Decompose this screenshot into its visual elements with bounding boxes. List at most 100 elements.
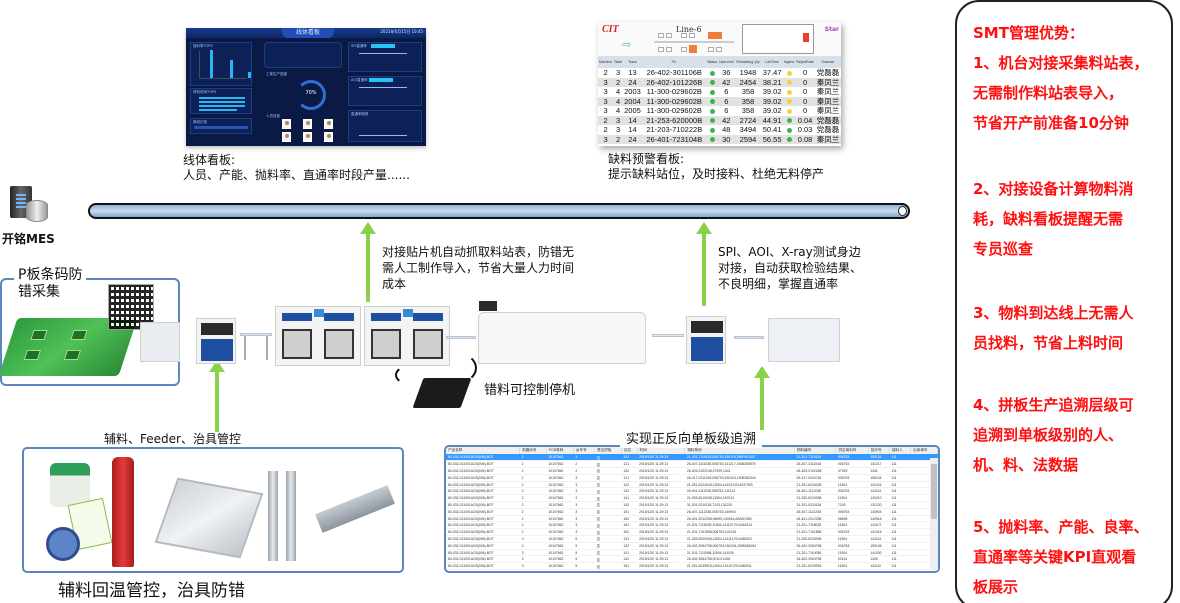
cell: 10107662 [546, 521, 574, 530]
cell: 2015/1/20 11:29:13 [637, 487, 685, 496]
cell: 秦凤兰 [816, 106, 840, 116]
column-header[interactable]: 批次号 [868, 447, 890, 454]
cell: 150104 [868, 474, 890, 482]
column-header[interactable]: 接料人 [889, 447, 912, 454]
column-header[interactable]: 是否拼板 [594, 447, 622, 454]
cell: 006753 [835, 454, 869, 462]
cell: 3 [573, 508, 595, 516]
cell [910, 454, 938, 462]
column-header[interactable]: 时间 [637, 447, 686, 454]
column-header[interactable]: 产品名称 [446, 447, 521, 454]
cell [910, 515, 938, 523]
cell: 否 [594, 569, 622, 571]
cell: 31-201-0210118 [794, 501, 836, 509]
cell: 1 [573, 454, 595, 462]
trace-row[interactable]: 80-032-011001ACB(006)-BOT41010766210否111… [446, 569, 938, 571]
cell: 111 [889, 501, 911, 509]
column-header[interactable]: 出库单号 [910, 447, 938, 454]
cell: 2015/1/20 11:29:13 [637, 454, 685, 462]
cell: 2015/1/20 11:29:13 [637, 562, 685, 571]
cell: 122 [621, 481, 638, 489]
cell: 21-201-7118028 [794, 521, 836, 530]
cable [395, 365, 425, 385]
cell: 2 [519, 460, 547, 469]
column-header[interactable]: 物料编号 [794, 447, 837, 454]
cell: 否 [594, 549, 622, 557]
cell: 2015/1/20 11:29:13 [637, 549, 685, 557]
stencil-image [154, 477, 264, 559]
column-header[interactable]: 供应商料号 [835, 447, 869, 454]
cell: 26-401-2012258 [794, 515, 836, 523]
cell: 56.55 [761, 134, 783, 144]
cell: 13 [628, 68, 637, 78]
cell: 141114 [868, 487, 890, 496]
cell: 111 [889, 508, 911, 516]
person-photo [324, 119, 333, 129]
cell: 31-201-0210118,7243,131220 [684, 501, 795, 509]
cell: 否 [594, 542, 622, 550]
bar [199, 109, 237, 111]
advantage-item-line: 机、料、法数据 [973, 456, 1079, 474]
cell: 10107662 [546, 549, 574, 557]
cell: 42 [717, 115, 735, 125]
cell: 0 [802, 87, 808, 97]
cell: 141024 [868, 481, 890, 489]
cell: 11-300-029602B [642, 96, 707, 106]
cell: 否 [594, 460, 622, 469]
scrollbar-thumb[interactable] [931, 464, 937, 519]
column-header[interactable]: 物料条码 [684, 447, 795, 454]
column-header[interactable]: PCB条码 [546, 447, 574, 454]
table-scrollbar[interactable] [930, 458, 938, 570]
cell: 141 [621, 549, 638, 557]
cell: 38.21 [761, 77, 783, 87]
status-cell [783, 87, 795, 97]
reflow-oven [478, 301, 646, 364]
column-header[interactable]: 机器序号 [519, 447, 547, 454]
cell: 6 [717, 96, 735, 106]
cell: 24 [622, 77, 643, 87]
cell: 006753 [835, 528, 869, 537]
pcb-barcode-label: P板条码防 错采集 [14, 267, 87, 301]
cell: 26-401-2012258,06695,140916,AA9GGND [684, 515, 795, 523]
cell: 26-401-723104B [642, 134, 707, 144]
cell: 2004 [622, 96, 643, 106]
column-header: Machine [598, 56, 614, 68]
cell: 111 [889, 521, 911, 530]
cell: 111 [889, 562, 911, 571]
status-dot-green [709, 118, 715, 124]
column-header[interactable]: 站位 [621, 447, 638, 454]
column-header: RejectRate [795, 56, 816, 68]
annotation-line: 对接贴片机自动抓取料站表，防错无 [382, 245, 575, 259]
cell: 358 [741, 106, 755, 116]
line-board-screenshot: 线体看板 2021年6月15日 10:45 抛料率TOP5 停机时间TOP5 换… [186, 28, 426, 146]
cell: 21-251-6249918,11504,141110,R14462911 [684, 562, 795, 571]
column-header: UseLevel [717, 56, 735, 68]
cell: 111 [889, 487, 911, 496]
cell: 140916 [868, 515, 890, 523]
column-header[interactable]: 台车号 [573, 447, 596, 454]
bar [199, 97, 245, 99]
cell: 26-402-101226B [642, 77, 707, 87]
cell: 161 [621, 521, 638, 530]
cell: 0 [802, 68, 808, 78]
column-header: Scanner [815, 56, 841, 68]
cell: 否 [594, 481, 622, 489]
